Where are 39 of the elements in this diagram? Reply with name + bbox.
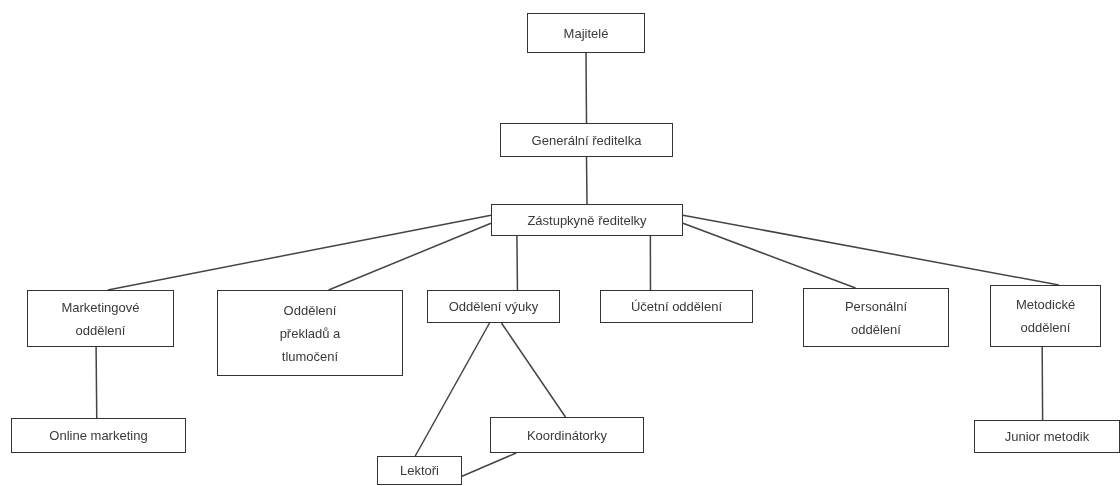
org-box (427, 290, 560, 323)
org-box (990, 285, 1101, 347)
org-box (490, 417, 644, 453)
connector-line (107, 214, 492, 291)
box-label: Generální ředitelka (531, 131, 642, 150)
box-label: Metodické oddělení (1014, 296, 1077, 337)
org-box (491, 204, 683, 236)
connector-line (682, 214, 1060, 286)
connector-line (1041, 346, 1044, 421)
org-box (974, 420, 1120, 453)
box-label: Online marketing (49, 427, 148, 445)
org-box (217, 290, 403, 376)
box-label: Majitelé (563, 24, 609, 43)
connector-line (682, 222, 857, 289)
box-label: Oddělení překladů a tlumočení (278, 301, 342, 366)
connector-line (461, 452, 517, 478)
box-label: Oddělení výuky (448, 298, 539, 316)
org-box (527, 13, 645, 53)
org-box (377, 456, 462, 485)
connector-line (585, 52, 588, 124)
org-box (600, 290, 753, 323)
connector-line (516, 235, 519, 291)
org-box (27, 290, 174, 347)
org-box (11, 418, 186, 453)
connector-line (414, 322, 491, 457)
org-box (500, 123, 673, 157)
connector-line (327, 222, 492, 291)
box-label: Personální oddělení (843, 297, 909, 339)
box-label: Marketingové oddělení (60, 298, 141, 340)
org-box (803, 288, 949, 347)
box-label: Junior metodik (1004, 428, 1090, 446)
connector-line (95, 346, 98, 419)
connector-line (649, 235, 652, 291)
box-label: Zástupkyně ředitelky (527, 211, 647, 230)
box-label: Účetní oddělení (630, 298, 723, 316)
box-label: Koordinátorky (526, 426, 608, 445)
box-label: Lektoři (400, 462, 439, 480)
connector-line (585, 156, 588, 205)
connector-line (500, 322, 567, 418)
